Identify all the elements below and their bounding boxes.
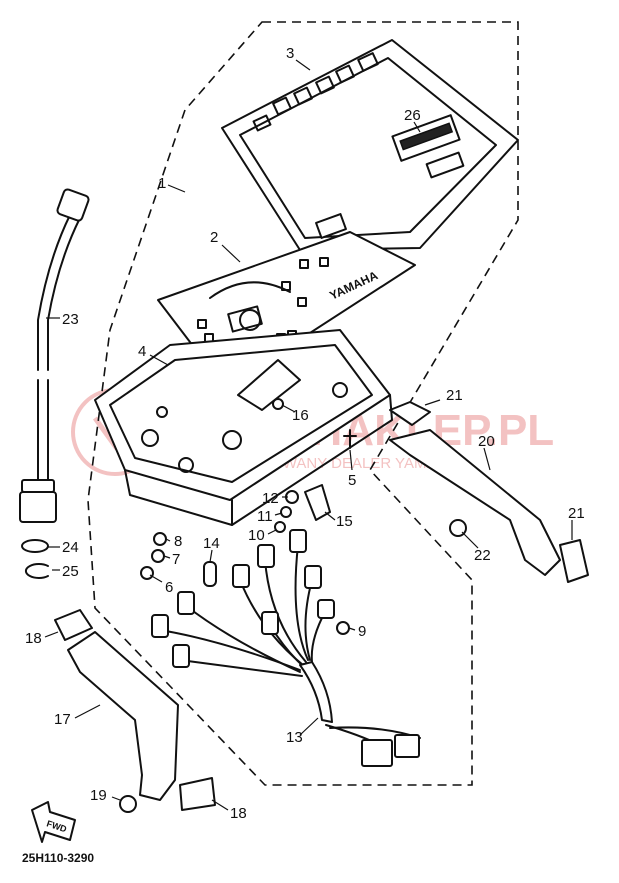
small-hardware xyxy=(140,398,357,635)
left-bracket xyxy=(54,609,216,813)
callout-8: 8 xyxy=(174,533,182,550)
callout-13: 13 xyxy=(286,729,303,746)
callout-17: 17 xyxy=(54,711,71,728)
callout-19: 19 xyxy=(90,787,107,804)
callout-18-bottom: 18 xyxy=(230,805,247,822)
callout-18-left: 18 xyxy=(25,630,42,647)
callout-15: 15 xyxy=(336,513,353,530)
callout-14: 14 xyxy=(203,535,220,552)
callout-2: 2 xyxy=(210,229,218,246)
meter-cover xyxy=(221,39,519,251)
callout-22: 22 xyxy=(474,547,491,564)
right-bracket xyxy=(389,401,589,583)
wire-harness xyxy=(151,529,421,767)
callout-9: 9 xyxy=(358,623,366,640)
callout-20: 20 xyxy=(478,433,495,450)
callout-23: 23 xyxy=(62,311,79,328)
callout-6: 6 xyxy=(165,579,173,596)
speedometer-cable xyxy=(19,188,90,579)
leader-lines xyxy=(44,59,573,811)
callout-26: 26 xyxy=(404,107,421,124)
callout-1: 1 xyxy=(158,175,166,192)
meter-housing xyxy=(94,329,393,526)
callout-10: 10 xyxy=(248,527,265,544)
callout-21-right: 21 xyxy=(568,505,585,522)
callout-4: 4 xyxy=(138,343,146,360)
callout-7: 7 xyxy=(172,551,180,568)
callout-24: 24 xyxy=(62,539,79,556)
fwd-arrow: FWD xyxy=(31,801,76,843)
callout-21-top: 21 xyxy=(446,387,463,404)
reference-code: 25H110-3290 xyxy=(22,851,94,865)
callout-16: 16 xyxy=(292,407,309,424)
assembly-boundary xyxy=(87,21,519,786)
callout-3: 3 xyxy=(286,45,294,62)
callout-5: 5 xyxy=(348,472,356,489)
callout-12: 12 xyxy=(262,490,279,507)
callout-11: 11 xyxy=(257,508,273,525)
callout-25: 25 xyxy=(62,563,79,580)
callout-labels: 1 2 3 4 5 6 7 8 9 10 11 12 13 14 15 16 1… xyxy=(25,45,585,822)
